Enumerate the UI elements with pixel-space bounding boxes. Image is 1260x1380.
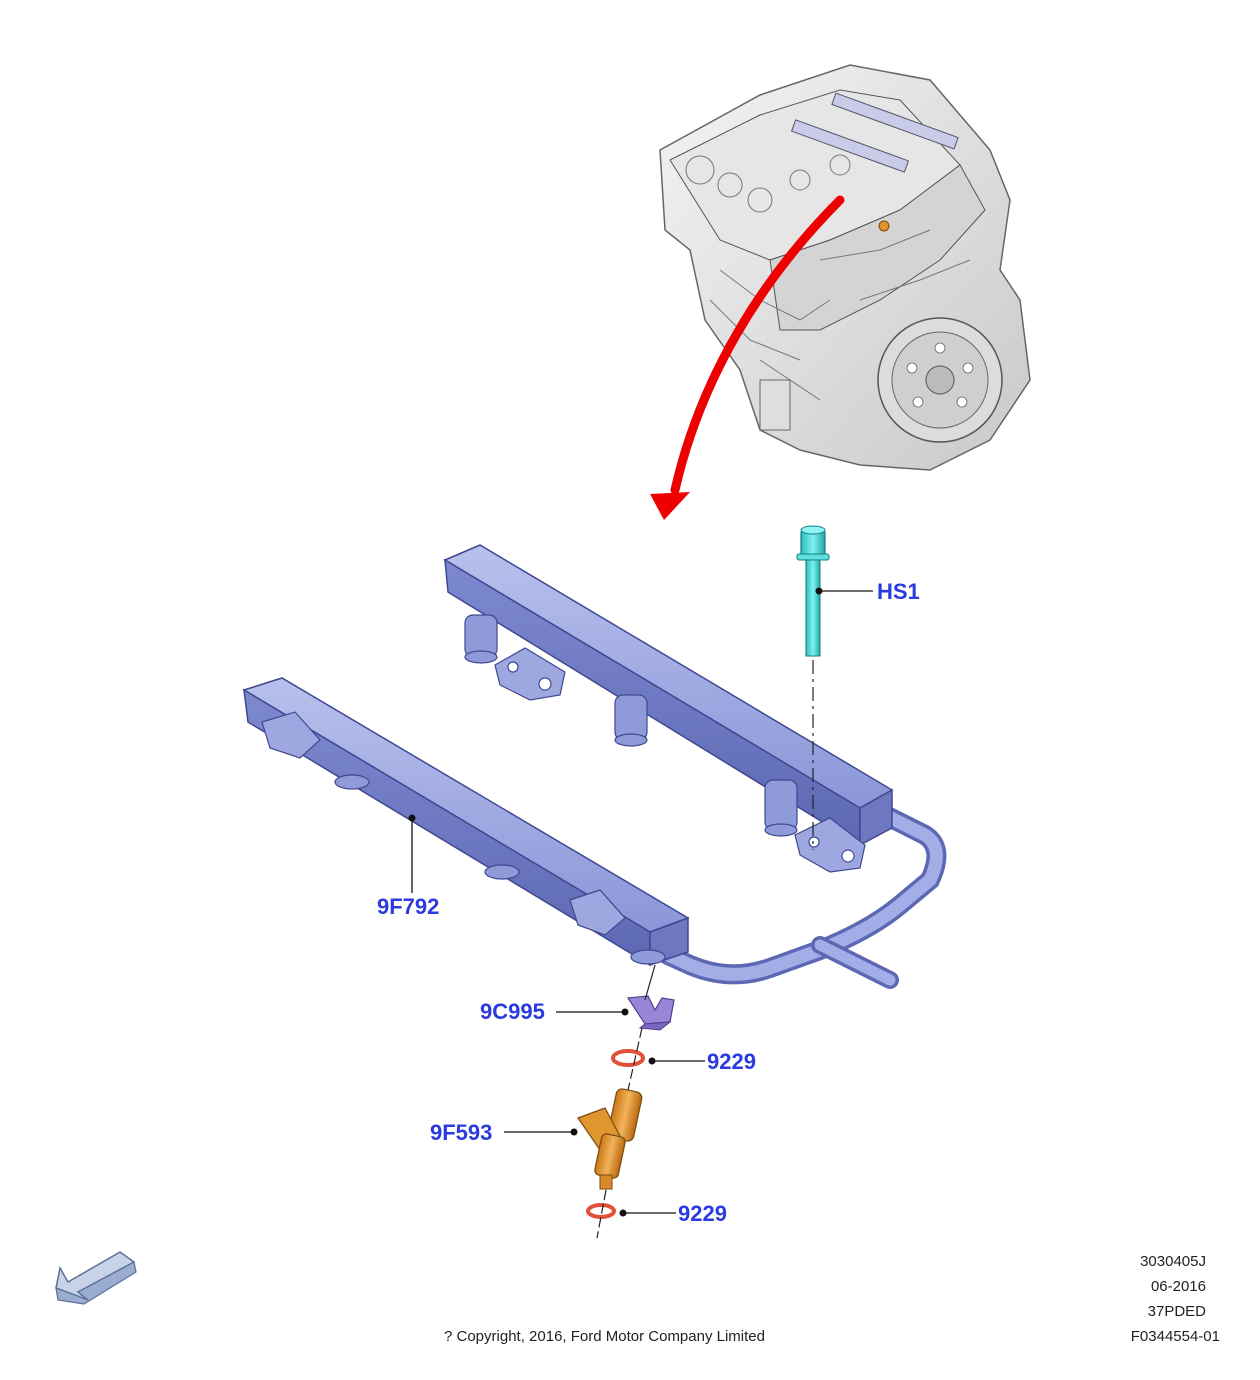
callout-9f593: 9F593 [430, 1120, 493, 1145]
direction-arrow-icon [55, 1251, 137, 1305]
o-ring-lower-illustration [586, 1203, 616, 1219]
figure-id: F0344554-01 [1130, 1328, 1220, 1345]
fuel-rail-illustration [242, 544, 947, 989]
callout-9c995: 9C995 [480, 999, 545, 1024]
assembly-center-lines [596, 660, 814, 1239]
locator-arrow-icon [650, 195, 845, 520]
callout-9229-lower: 9229 [678, 1201, 727, 1226]
drawing-number: 3030405J [1140, 1253, 1206, 1270]
callout-9f792: 9F792 [377, 894, 440, 919]
copyright-notice: ? Copyright, 2016, Ford Motor Company Li… [444, 1328, 765, 1345]
leader-lines [411, 590, 873, 1214]
drawing-code: 37PDED [1147, 1303, 1206, 1320]
drawing-date: 06-2016 [1150, 1278, 1206, 1295]
bolt-illustration [796, 525, 830, 657]
clip-illustration [626, 995, 675, 1031]
engine-illustration [659, 64, 1031, 471]
leader-dots [408, 587, 823, 1217]
callout-hs1: HS1 [877, 579, 920, 604]
injector-illustration [577, 1088, 643, 1190]
o-ring-upper-illustration [611, 1049, 645, 1067]
callout-9229-upper: 9229 [707, 1049, 756, 1074]
flywheel-illustration [877, 317, 1003, 443]
